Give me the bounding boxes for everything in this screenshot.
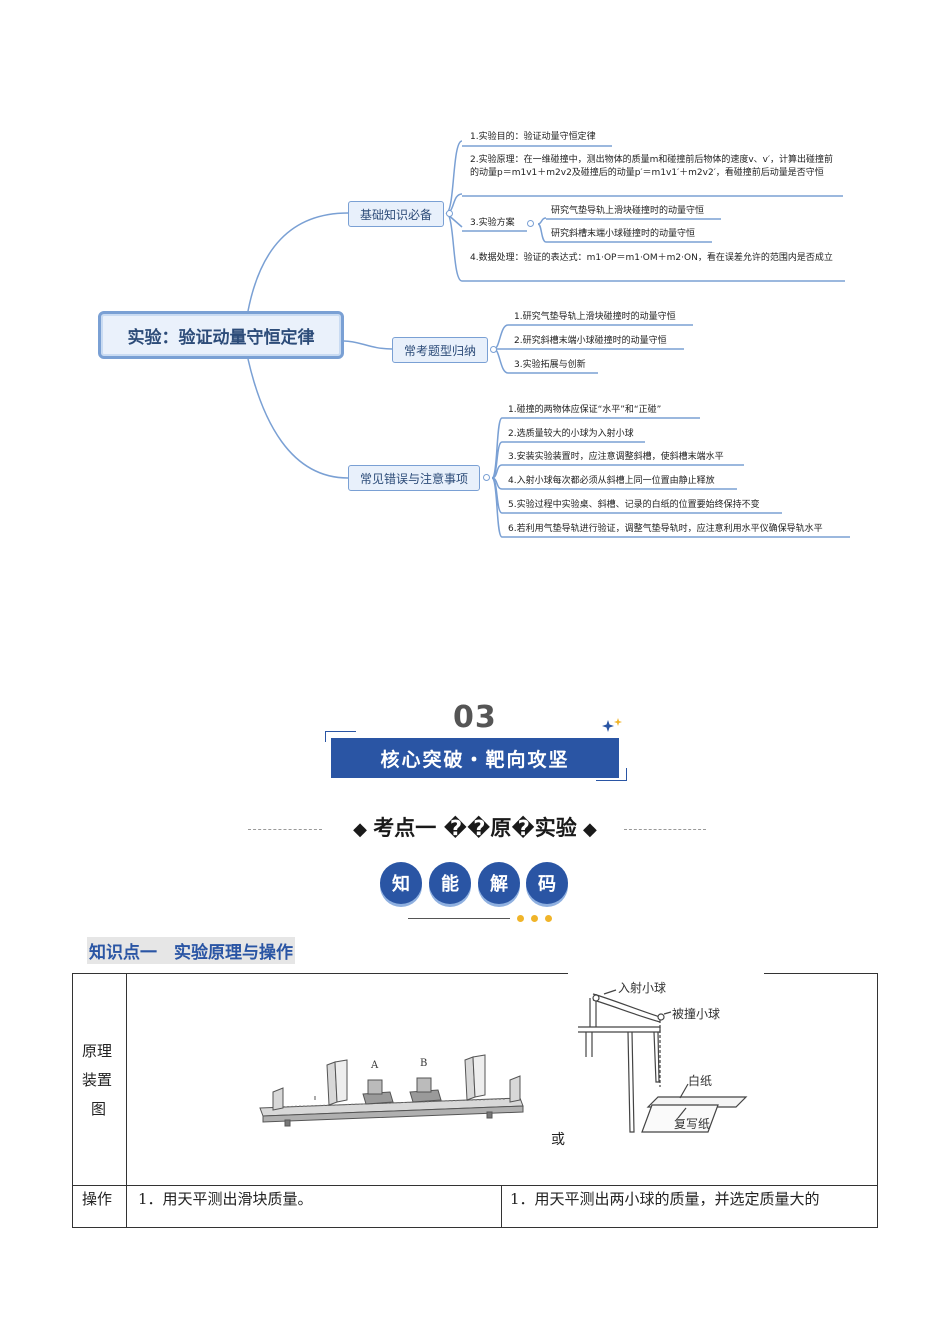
section-banner: 核心突破・靶向攻坚 — [331, 738, 619, 778]
table-border — [72, 973, 73, 1228]
table-border — [72, 973, 878, 974]
diamond-icon: ◆ — [576, 819, 597, 840]
banner-corner — [596, 768, 627, 781]
table-border — [877, 973, 878, 1228]
banner-corner — [325, 731, 356, 742]
air-track-diagram: A B — [259, 1054, 524, 1127]
exam-point-title: ◆ 考点一 ��原�实验 ◆ — [353, 816, 597, 840]
mindmap-leaf: 1.实验目的：验证动量守恒定律 — [470, 132, 596, 142]
mindmap-leaf: 6.若利用气垫导轨进行验证，调整气垫导轨时，应注意利用水平仪确保导轨水平 — [508, 524, 823, 534]
badge-ma: 码 — [526, 862, 568, 904]
carbon-paper-label: 复写纸 — [674, 1117, 710, 1131]
collapse-icon[interactable] — [490, 346, 497, 353]
row-label-principle: 原理 装置 图 — [82, 1037, 118, 1124]
or-label: 或 — [551, 1132, 565, 1148]
section-number: 03 — [453, 700, 497, 735]
label-b: B — [420, 1058, 427, 1069]
label-line: 原理 — [82, 1042, 113, 1060]
mindmap-leaf: 3.安装实验装置时，应注意调整斜槽，使斜槽末端水平 — [508, 452, 724, 462]
badge-jie: 解 — [478, 862, 520, 904]
mindmap-leaf: 2.研究斜槽末端小球碰撞时的动量守恒 — [514, 336, 667, 346]
mindmap-leaf: 1.研究气垫导轨上滑块碰撞时的动量守恒 — [514, 312, 676, 322]
mindmap-root: 实验：验证动量守恒定律 — [98, 311, 344, 359]
mindmap-branch-basics: 基础知识必备 — [348, 201, 444, 227]
mindmap-subleaf: 研究气垫导轨上滑块碰撞时的动量守恒 — [551, 206, 705, 216]
operation-left-text: 1．用天平测出滑块质量。 — [138, 1190, 313, 1208]
mindmap-leaf: 3.实验拓展与创新 — [514, 360, 586, 370]
badge-underline — [408, 918, 510, 919]
mindmap-leaf: 4.入射小球每次都必须从斜槽上同一位置由静止释放 — [508, 476, 715, 486]
badge-neng: 能 — [429, 862, 471, 904]
table-border — [501, 1185, 502, 1228]
badge-zhi: 知 — [380, 862, 422, 904]
mindmap-leaf: 3.实验方案 — [470, 218, 515, 228]
mindmap-leaf: 5.实验过程中实验桌、斜槽、记录的白纸的位置要始终保持不变 — [508, 500, 760, 510]
divider-left — [248, 829, 322, 830]
operation-right-text: 1．用天平测出两小球的质量，并选定质量大的 — [510, 1190, 820, 1208]
incident-ball-label: 入射小球 — [618, 980, 666, 995]
mindmap-leaf: 2.选质量较大的小球为入射小球 — [508, 429, 634, 439]
divider-right — [624, 829, 706, 830]
mindmap-leaf: 4.数据处理：验证的表达式：m1·OP＝m1·OM＋m2·ON，看在误差允许的范… — [470, 253, 833, 263]
collapse-icon[interactable] — [527, 220, 534, 227]
mindmap-branch-question-types: 常考题型归纳 — [392, 337, 488, 363]
table-border — [126, 973, 127, 1228]
mindmap-leaf: 1.碰撞的两物体应保证“水平”和“正碰” — [508, 405, 662, 415]
collapse-icon[interactable] — [483, 474, 490, 481]
collapse-icon[interactable] — [446, 210, 453, 217]
dot-icon — [545, 915, 552, 922]
sparkle-icon — [602, 718, 622, 732]
mindmap-subleaf: 研究斜槽末端小球碰撞时的动量守恒 — [551, 229, 696, 239]
diamond-icon: ◆ — [353, 819, 374, 840]
mindmap-branch-common-errors: 常见错误与注意事项 — [348, 465, 480, 491]
table-border — [72, 1185, 878, 1186]
label-a: A — [370, 1060, 379, 1071]
table-border — [72, 1227, 878, 1228]
inclined-slot-diagram: 入射小球 被撞小球 白纸 复写纸 — [568, 972, 764, 1133]
dot-icon — [531, 915, 538, 922]
label-line: 图 — [91, 1100, 107, 1118]
label-line: 装置 — [82, 1071, 113, 1089]
white-paper-label: 白纸 — [688, 1073, 712, 1088]
target-ball-label: 被撞小球 — [672, 1006, 720, 1021]
knowledge-point-title: 知识点一 实验原理与操作 — [87, 937, 295, 964]
row-label-operation: 操作 — [82, 1190, 113, 1208]
mindmap-leaf: 2.实验原理：在一维碰撞中，测出物体的质量m和碰撞前后物体的速度v、v′，计算出… — [470, 155, 834, 178]
dot-icon — [517, 915, 524, 922]
